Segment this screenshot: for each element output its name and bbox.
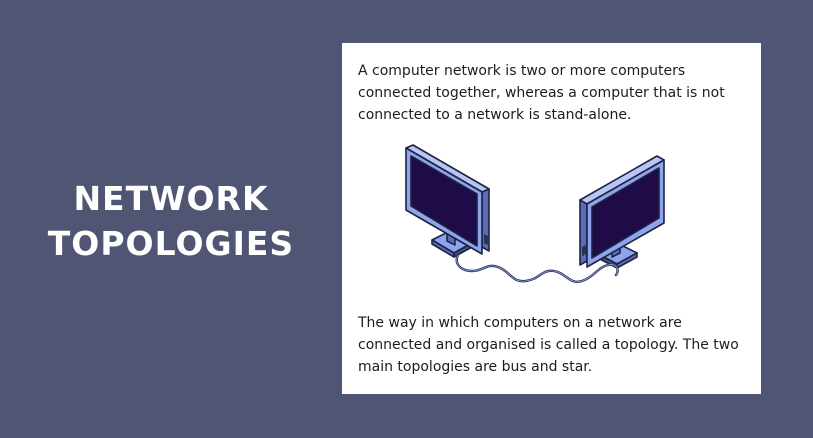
info-card: A computer network is two or more comput…: [342, 43, 761, 394]
topology-text: The way in which computers on a network …: [358, 315, 739, 375]
networked-computers-icon: [405, 144, 665, 283]
page-title: NETWORK TOPOLOGIES: [0, 176, 342, 266]
intro-text: A computer network is two or more comput…: [358, 63, 725, 123]
title-line-2: TOPOLOGIES: [47, 224, 295, 263]
title-line-1: NETWORK: [73, 179, 269, 218]
